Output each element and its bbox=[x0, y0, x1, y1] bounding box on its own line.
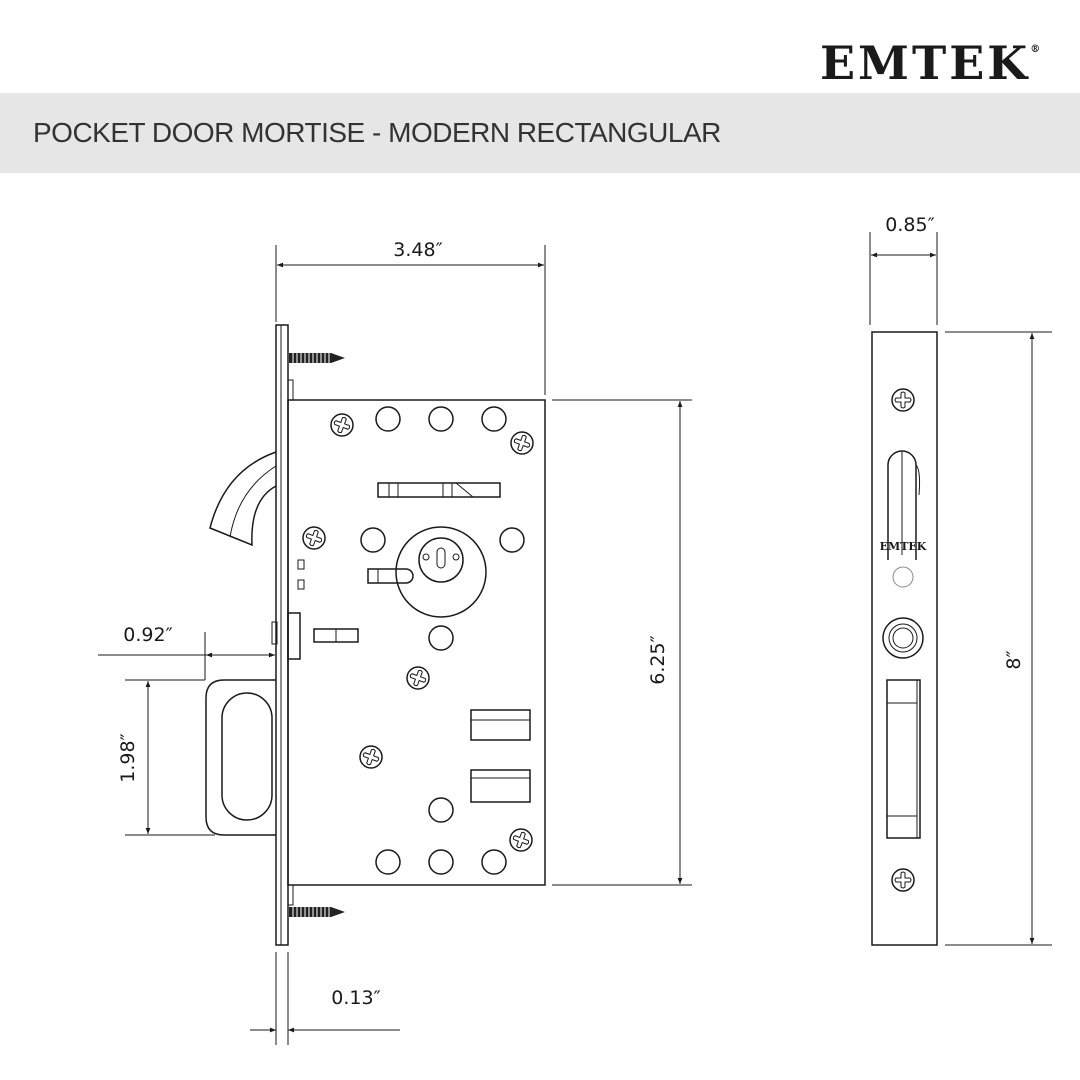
faceplate-width-label: 0.85″ bbox=[885, 214, 934, 236]
faceplate-height-label: 8″ bbox=[1003, 650, 1025, 669]
cylinder-icon bbox=[882, 617, 924, 659]
phillips-screw-icon bbox=[509, 828, 533, 852]
faceplate-stamp: EMTEK bbox=[880, 540, 927, 553]
dimension-body-height: 6.25″ bbox=[552, 399, 692, 886]
dimension-faceplate-thickness: 0.13″ bbox=[250, 952, 400, 1045]
emtek-logo: EMTEK® bbox=[820, 36, 1040, 90]
faceplate-front-view: EMTEK bbox=[871, 331, 938, 946]
latch-tab bbox=[287, 612, 301, 660]
logo-text: EMTEK bbox=[820, 36, 1031, 90]
dimension-width: 3.48″ bbox=[275, 239, 546, 395]
title-band bbox=[0, 93, 1080, 173]
hook-bolt bbox=[209, 451, 277, 547]
page-title: POCKET DOOR MORTISE - MODERN RECTANGULAR bbox=[33, 117, 721, 148]
side-view bbox=[205, 324, 546, 946]
phillips-screw-icon bbox=[891, 868, 915, 892]
phillips-screw-icon bbox=[302, 526, 326, 550]
phillips-screw-icon bbox=[359, 745, 383, 769]
bolt-slot bbox=[886, 679, 921, 839]
latch-mechanism bbox=[377, 482, 501, 498]
phillips-screw-icon bbox=[330, 413, 354, 437]
cylinder-hub bbox=[367, 526, 487, 618]
pull-height-label: 1.98″ bbox=[117, 733, 139, 782]
faceplate bbox=[871, 331, 938, 946]
dimension-pull-height: 1.98″ bbox=[117, 679, 215, 836]
width-label: 3.48″ bbox=[393, 239, 442, 261]
body-height-label: 6.25″ bbox=[647, 635, 669, 684]
dimension-pull-depth: 0.92″ bbox=[98, 624, 275, 680]
pull-depth-label: 0.92″ bbox=[123, 624, 172, 646]
phillips-screw-icon bbox=[406, 666, 430, 690]
wood-screw-icon bbox=[288, 906, 346, 918]
hook-slot bbox=[887, 450, 917, 560]
dimension-faceplate-height: 8″ bbox=[945, 331, 1052, 946]
phillips-screw-icon bbox=[891, 388, 915, 412]
wood-screw-icon bbox=[288, 352, 346, 364]
dimension-faceplate-width: 0.85″ bbox=[869, 214, 938, 325]
faceplate-thickness-label: 0.13″ bbox=[331, 987, 380, 1009]
phillips-screw-icon bbox=[510, 431, 534, 455]
flush-pull bbox=[205, 679, 276, 836]
mounting-holes bbox=[360, 406, 525, 875]
registered-mark: ® bbox=[1030, 44, 1041, 55]
faceplate-edge bbox=[275, 324, 289, 946]
